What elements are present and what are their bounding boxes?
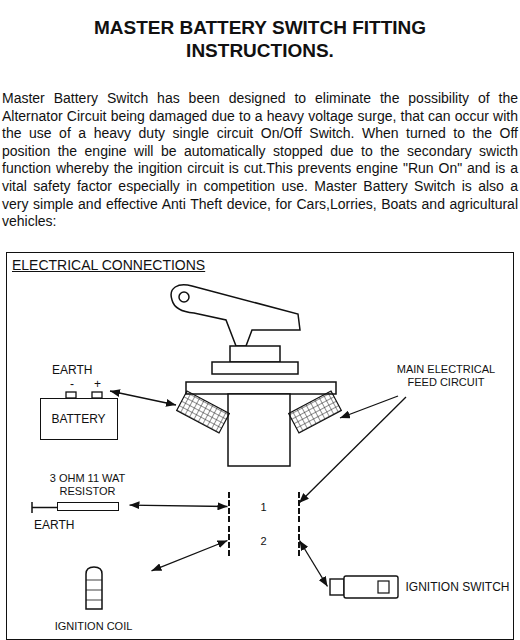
earth-label: EARTH [34, 518, 74, 532]
key-plug [330, 579, 344, 595]
switch-body [228, 394, 290, 466]
switch-handle [171, 285, 300, 346]
wire-arrow [300, 541, 328, 587]
switch-handle [171, 285, 300, 346]
node-label: IGNITION COIL [36, 620, 152, 633]
leader-line [110, 391, 176, 405]
switch-body [186, 382, 336, 394]
coil-body [86, 567, 102, 609]
leader-line [110, 391, 406, 503]
node-label: 2 [230, 526, 298, 556]
page-title: MASTER BATTERY SWITCH FITTING INSTRUCTIO… [60, 16, 460, 62]
leader-line [340, 396, 398, 418]
node-label: 3 OHM 11 WAT RESISTOR [46, 472, 130, 498]
terminal-sign: - [70, 377, 74, 391]
battery-box: BATTERY [40, 398, 118, 440]
node-label: 1 [230, 492, 298, 522]
coil-band [86, 589, 102, 590]
coil-band [86, 599, 102, 600]
key-switch-drawing [328, 574, 400, 600]
wire-arrow [130, 505, 228, 506]
switch-handle [179, 292, 189, 302]
leader-line [299, 397, 406, 503]
body-text: Master Battery Switch has been designed … [2, 90, 518, 231]
key-housing [344, 576, 398, 598]
resistor-symbol: 3 OHM 11 WAT RESISTOR [46, 472, 130, 511]
switch-terminal: 1 [228, 492, 300, 522]
feed-label: MAIN ELECTRICAL FEED CIRCUIT [386, 363, 506, 389]
terminal-sign: + [94, 377, 101, 391]
frame-heading: ELECTRICAL CONNECTIONS [7, 253, 210, 277]
diagram-frame: ELECTRICAL CONNECTIONS BATTERY 3 OHM 11 WA… [6, 252, 514, 640]
key-slot [378, 581, 389, 593]
wire-arrow [152, 541, 228, 571]
earth-label: EARTH [52, 363, 92, 377]
resistor-body [57, 502, 119, 511]
node-label: BATTERY [47, 412, 109, 426]
switch-terminal: 2 [228, 526, 300, 556]
coil-drawing [84, 566, 104, 610]
ignition-coil: IGNITION COIL [36, 566, 152, 633]
switch-terminal [177, 391, 342, 433]
switch-body [212, 362, 298, 374]
coil-band [86, 579, 102, 580]
switch-terminal [177, 391, 230, 433]
switch-body [230, 346, 280, 362]
ignition-switch: IGNITION SWITCH [328, 572, 510, 602]
switch-terminal [289, 391, 342, 433]
node-label: IGNITION SWITCH [406, 580, 510, 594]
